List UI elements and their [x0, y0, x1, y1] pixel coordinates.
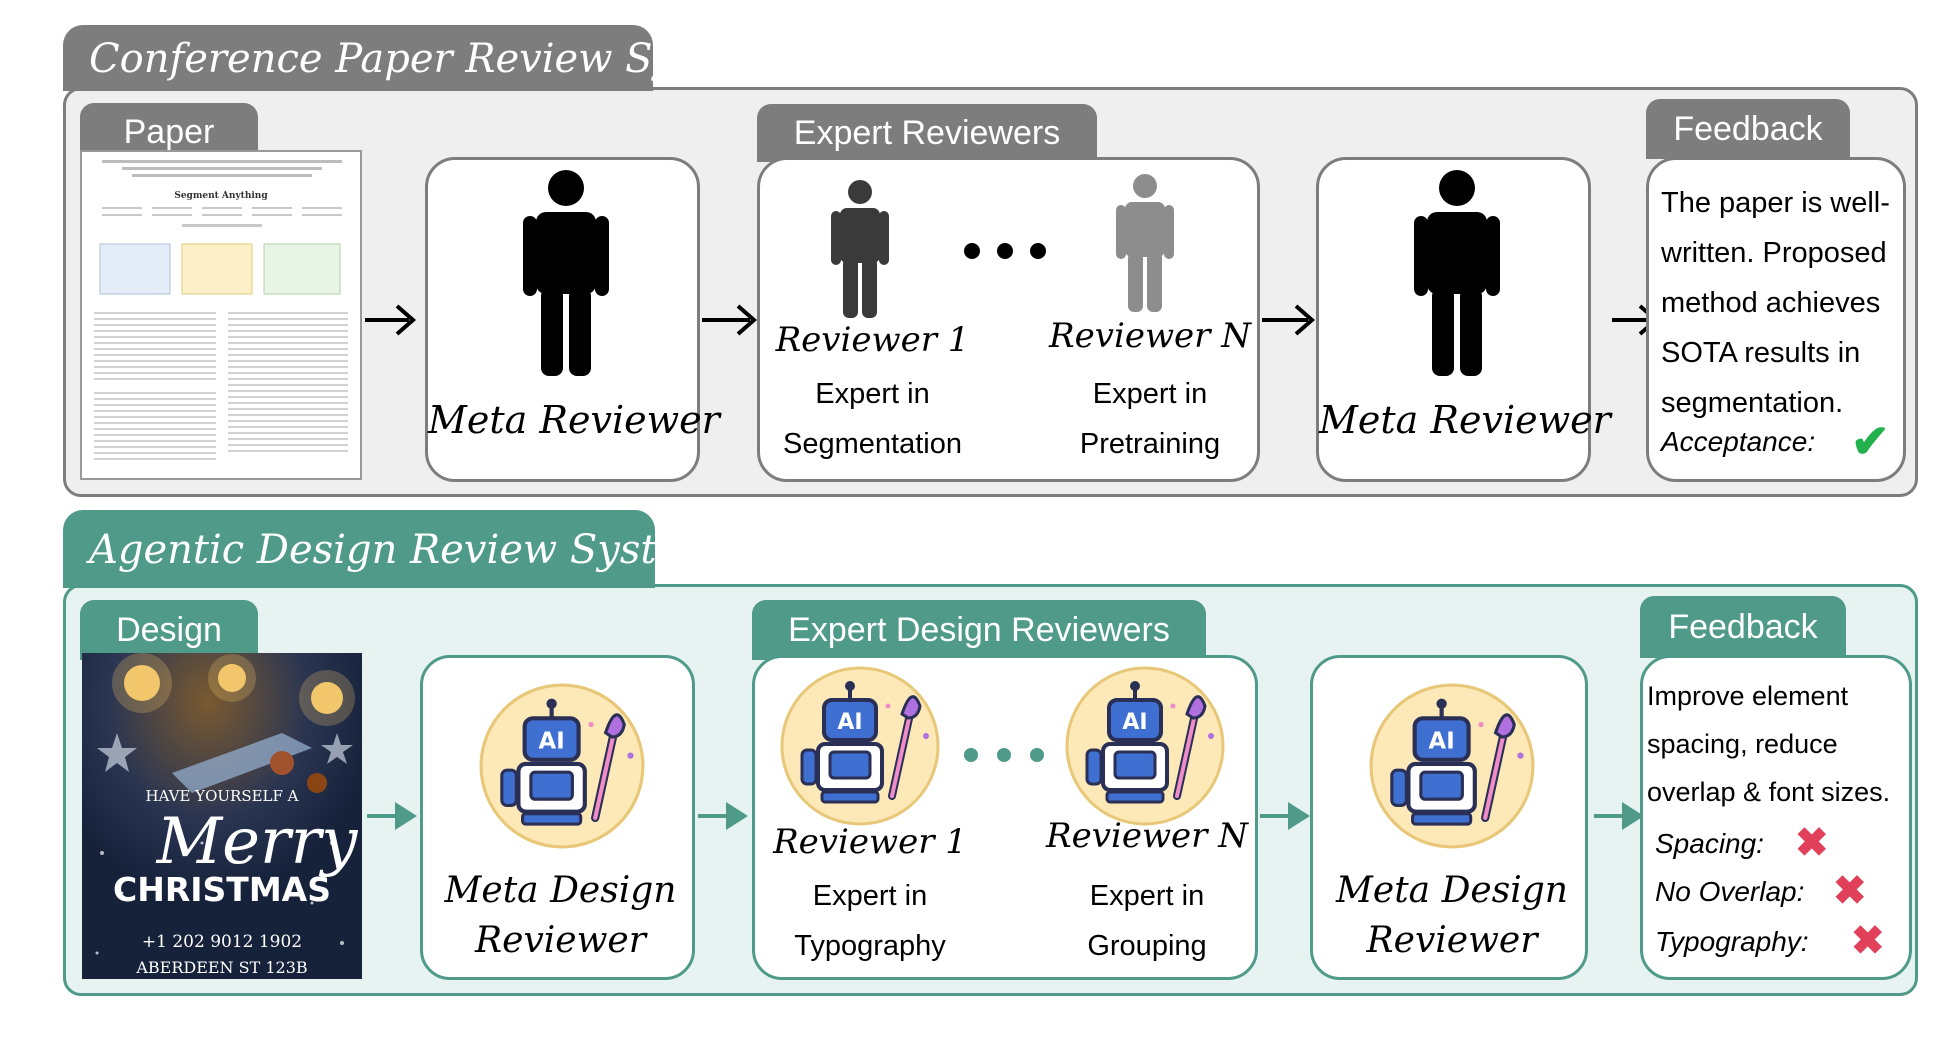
- cross-icon: ✖: [1851, 919, 1885, 963]
- arrow-right-icon: [1260, 802, 1310, 830]
- paper-thumbnail-art: Segment Anything: [94, 160, 348, 460]
- reviewer-1-expertise-line1: Expert in: [812, 880, 928, 912]
- reviewer-1-expertise-line2: Typography: [794, 930, 946, 962]
- robot-badge: AI: [1122, 710, 1147, 735]
- reviewer-1-expertise-line1: Expert in: [815, 378, 930, 410]
- meta-design-reviewer-label-line2: Reviewer: [475, 920, 646, 961]
- poster-line5: ABERDEEN ST 123B: [135, 958, 307, 977]
- robot-icon: AI: [1369, 683, 1535, 849]
- meta-reviewer-box-final: Meta Reviewer: [1316, 157, 1611, 482]
- feedback-tab: Feedback: [1646, 99, 1850, 159]
- cross-icon: ✖: [1795, 821, 1829, 865]
- reviewer-n-name: Reviewer N: [1049, 316, 1251, 356]
- robot-badge: AI: [1429, 728, 1455, 754]
- design-poster-art: HAVE YOURSELF A Merry CHRISTMAS +1 202 9…: [82, 653, 362, 979]
- design-poster: HAVE YOURSELF A Merry CHRISTMAS +1 202 9…: [82, 653, 362, 979]
- ellipsis-icon: [964, 243, 1046, 259]
- reviewer-n-name: Reviewer N: [1046, 816, 1248, 856]
- feedback-line: segmentation.: [1661, 387, 1844, 419]
- cross-icon: ✖: [1833, 869, 1867, 913]
- reviewer-1-expertise-line2: Segmentation: [783, 428, 962, 460]
- meta-design-reviewer-box: AI Meta Design Reviewer: [420, 655, 695, 980]
- feedback-tab: Feedback: [1640, 596, 1846, 658]
- ellipsis-icon: [964, 748, 1044, 762]
- expert-reviewers-tab: Expert Reviewers: [757, 104, 1097, 162]
- reviewer-n-expertise-line1: Expert in: [1092, 378, 1208, 410]
- arrow-right-icon: [702, 304, 758, 336]
- poster-line3: CHRISTMAS: [113, 870, 331, 909]
- arrow-right-icon: [367, 802, 417, 830]
- conference-title: Conference Paper Review System: [63, 25, 773, 91]
- check-item-overlap-label: No Overlap:: [1655, 876, 1805, 907]
- feedback-line: The paper is well-: [1661, 187, 1890, 219]
- poster-line4: +1 202 9012 1902: [142, 932, 302, 952]
- check-item-typography-label: Typography:: [1655, 926, 1809, 957]
- person-icon: [523, 170, 609, 376]
- meta-design-reviewer-box-final: AI Meta Design Reviewer: [1310, 655, 1588, 980]
- poster-line1: HAVE YOURSELF A: [145, 787, 298, 805]
- paper-thumbnail-title: Segment Anything: [174, 191, 268, 201]
- robot-icon: AI: [1065, 666, 1225, 826]
- meta-design-reviewer-label: Meta Design Reviewer: [423, 866, 698, 966]
- check-icon: ✔: [1851, 415, 1890, 467]
- feedback-line: written. Proposed: [1661, 237, 1887, 269]
- feedback-box: The paper is well- written. Proposed met…: [1646, 157, 1906, 482]
- arrow-right-icon: [1594, 802, 1644, 830]
- meta-reviewer-label: Meta Reviewer: [428, 398, 720, 442]
- verdict-label: Acceptance:: [1661, 426, 1816, 457]
- meta-design-reviewer-label-line1: Meta Design: [444, 870, 677, 911]
- feedback-text: The paper is well- written. Proposed met…: [1661, 178, 1911, 428]
- check-item-spacing-label: Spacing:: [1655, 828, 1764, 859]
- reviewer-1-name: Reviewer 1: [775, 320, 970, 360]
- robot-badge: AI: [837, 710, 862, 735]
- feedback-line: overlap & font sizes.: [1647, 777, 1891, 807]
- paper-thumbnail: Segment Anything: [80, 150, 362, 480]
- meta-design-reviewer-label-line2: Reviewer: [1366, 920, 1538, 961]
- robot-icon: AI: [780, 666, 940, 826]
- feedback-line: Improve element: [1647, 681, 1849, 711]
- reviewer-n-expertise-line2: Pretraining: [1079, 428, 1221, 460]
- reviewer-n-expertise-line2: Grouping: [1087, 930, 1207, 962]
- agentic-title: Agentic Design Review System: [63, 510, 718, 588]
- person-icon: [1414, 170, 1500, 376]
- meta-reviewer-label: Meta Reviewer: [1319, 398, 1611, 442]
- reviewer-n-expertise-line1: Expert in: [1089, 880, 1205, 912]
- feedback-line: SOTA results in: [1661, 337, 1861, 369]
- meta-reviewer-box: Meta Reviewer: [425, 157, 720, 482]
- feedback-text: Improve element spacing, reduce overlap …: [1647, 672, 1913, 816]
- meta-design-reviewer-label-line1: Meta Design: [1336, 870, 1568, 911]
- feedback-line: spacing, reduce: [1647, 729, 1838, 759]
- person-icon: [1116, 174, 1174, 312]
- arrow-right-icon: [365, 304, 417, 336]
- robot-badge: AI: [539, 728, 565, 754]
- expert-design-reviewers-box: AI AI Reviewer 1 Expert in Typography Re…: [752, 655, 1258, 980]
- design-tab: Design: [80, 600, 258, 660]
- arrow-right-icon: [698, 802, 748, 830]
- feedback-line: method achieves: [1661, 287, 1881, 319]
- feedback-box: Improve element spacing, reduce overlap …: [1640, 655, 1912, 980]
- reviewer-1-name: Reviewer 1: [773, 822, 967, 862]
- poster-line2: Merry: [156, 805, 359, 879]
- expert-design-reviewers-tab: Expert Design Reviewers: [752, 600, 1206, 660]
- person-icon: [831, 180, 889, 318]
- meta-design-reviewer-label: Meta Design Reviewer: [1313, 866, 1591, 966]
- arrow-right-icon: [1262, 304, 1316, 336]
- robot-icon: AI: [479, 683, 645, 849]
- expert-reviewers-box: Reviewer 1 Expert in Segmentation Review…: [757, 157, 1260, 482]
